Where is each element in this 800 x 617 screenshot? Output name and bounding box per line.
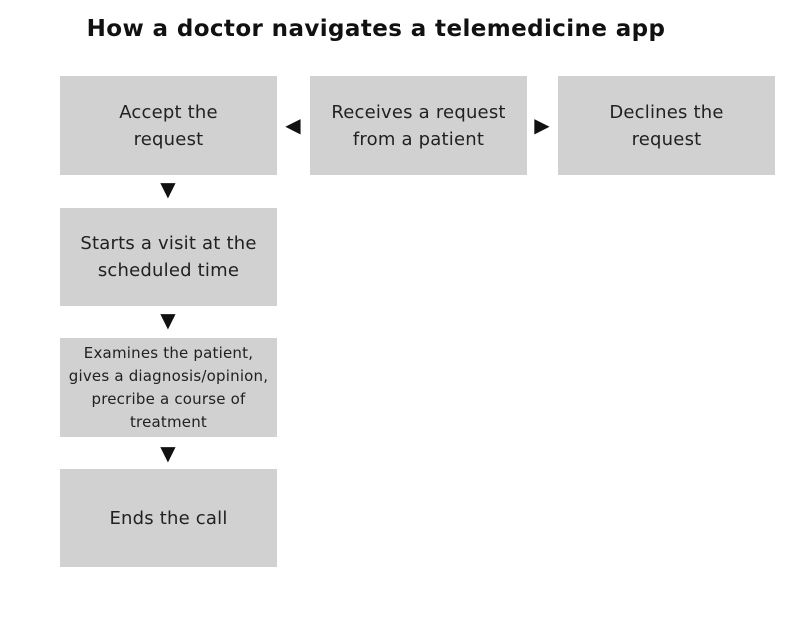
flow-node-examines-patient: Examines the patient, gives a diagnosis/… <box>60 338 277 437</box>
flow-node-declines-request: Declines the request <box>558 76 775 175</box>
flow-node-receives-request: Receives a request from a patient <box>310 76 527 175</box>
arrow-down-icon: ▼ <box>160 177 176 201</box>
arrow-down-icon: ▼ <box>160 441 176 465</box>
flow-node-starts-visit: Starts a visit at the scheduled time <box>60 208 277 306</box>
flow-node-accept-request: Accept the request <box>60 76 277 175</box>
arrow-down-icon: ▼ <box>160 308 176 332</box>
arrow-right-icon: ▶ <box>534 113 550 137</box>
flow-node-ends-call: Ends the call <box>60 469 277 567</box>
diagram-title: How a doctor navigates a telemedicine ap… <box>86 16 666 42</box>
arrow-left-icon: ◀ <box>285 113 301 137</box>
